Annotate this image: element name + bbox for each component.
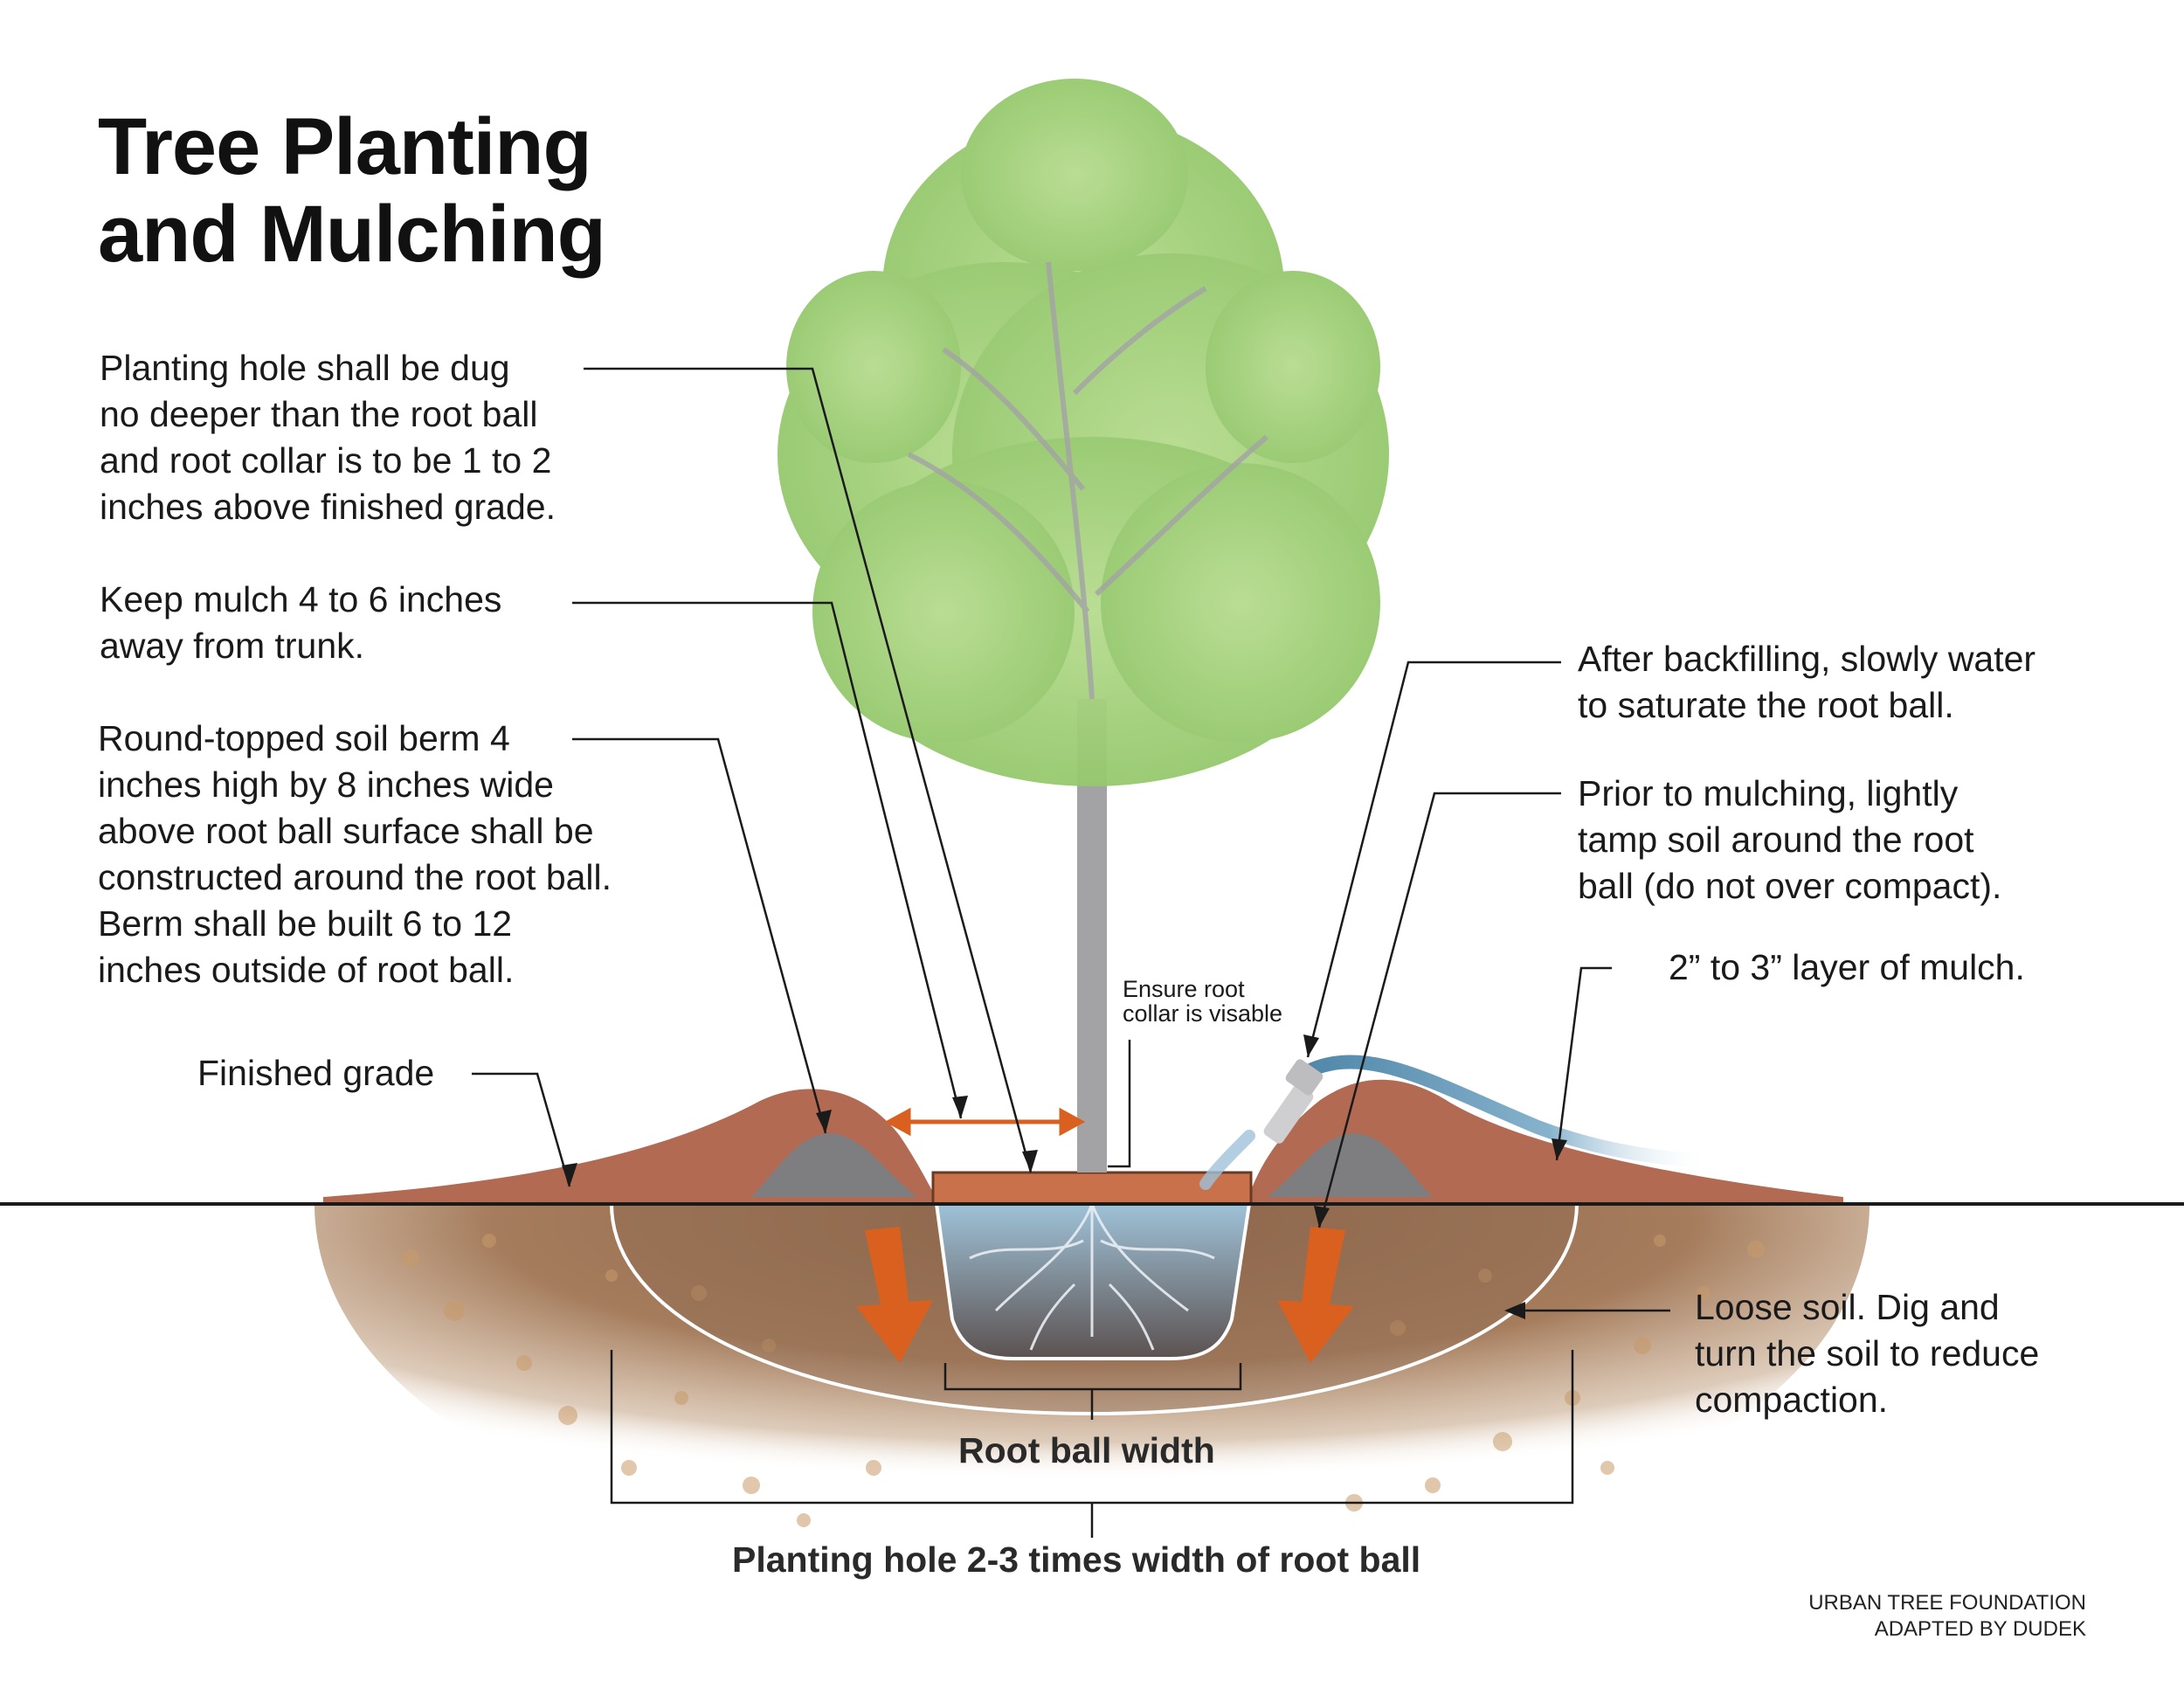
root-ball-width-bracket: [943, 1363, 1242, 1420]
note-berm-line: Round-topped soil berm 4: [98, 718, 510, 758]
credit: URBAN TREE FOUNDATION ADAPTED BY DUDEK: [1808, 1590, 2086, 1643]
note-water-line: After backfilling, slowly water: [1578, 639, 2036, 679]
note-water-line: to saturate the root ball.: [1578, 685, 1954, 725]
note-berm: Round-topped soil berm 4 inches high by …: [98, 716, 612, 993]
down-arrow-icon: [856, 1227, 1354, 1363]
note-berm-line: Berm shall be built 6 to 12: [98, 903, 513, 944]
note-loose-soil: Loose soil. Dig and turn the soil to red…: [1695, 1284, 2039, 1423]
note-finished-grade: Finished grade: [197, 1050, 434, 1097]
credit-line-2: ADAPTED BY DUDEK: [1874, 1617, 2086, 1641]
note-hole-depth-line: and root collar is to be 1 to 2: [100, 440, 552, 481]
note-hole-depth-line: no deeper than the root ball: [100, 394, 538, 434]
note-tamp-line: Prior to mulching, lightly: [1578, 773, 1959, 813]
note-loose-soil-line: Loose soil. Dig and: [1695, 1287, 2000, 1327]
credit-line-1: URBAN TREE FOUNDATION: [1808, 1591, 2086, 1615]
note-tamp: Prior to mulching, lightly tamp soil aro…: [1578, 771, 2001, 910]
note-mulch-away-line: away from trunk.: [100, 626, 365, 666]
note-hole-depth: Planting hole shall be dug no deeper tha…: [100, 345, 556, 530]
soil-berm: [751, 1133, 1433, 1197]
note-berm-line: inches high by 8 inches wide: [98, 764, 554, 805]
mulch-clearance-arrow: [884, 1107, 1086, 1137]
note-root-collar-line: collar is visable: [1123, 1000, 1283, 1027]
note-root-collar: Ensure root collar is visable: [1123, 977, 1282, 1026]
note-mulch-layer: 2” to 3” layer of mulch.: [1669, 944, 2025, 991]
hose-icon: [1199, 1055, 1719, 1190]
leader-lines: [472, 367, 1670, 1312]
note-root-collar-line: Ensure root: [1123, 976, 1245, 1002]
note-loose-soil-line: compaction.: [1695, 1380, 1889, 1420]
page-title: Tree Planting and Mulching: [98, 102, 606, 279]
tree-icon: [778, 79, 1389, 1173]
leader-arrowheads: [562, 1034, 1567, 1319]
note-berm-line: inches outside of root ball.: [98, 950, 515, 990]
note-loose-soil-line: turn the soil to reduce: [1695, 1333, 2040, 1373]
note-finished-grade-text: Finished grade: [197, 1053, 435, 1093]
note-berm-line: constructed around the root ball.: [98, 857, 612, 897]
note-tamp-line: ball (do not over compact).: [1578, 866, 2002, 906]
root-ball-width-label: Root ball width: [958, 1430, 1215, 1470]
note-water: After backfilling, slowly water to satur…: [1578, 636, 2035, 729]
title-line-1: Tree Planting: [98, 102, 592, 191]
note-hole-depth-line: Planting hole shall be dug: [100, 348, 510, 388]
note-tamp-line: tamp soil around the root: [1578, 820, 1974, 860]
title-line-2: and Mulching: [98, 190, 606, 279]
note-hole-depth-line: inches above finished grade.: [100, 487, 556, 527]
note-mulch-away-line: Keep mulch 4 to 6 inches: [100, 579, 502, 619]
note-mulch-away: Keep mulch 4 to 6 inches away from trunk…: [100, 577, 501, 669]
root-ball: [931, 1171, 1253, 1360]
planting-hole-bracket: [610, 1350, 1574, 1538]
note-mulch-layer-text: 2” to 3” layer of mulch.: [1669, 947, 2025, 987]
note-berm-line: above root ball surface shall be: [98, 811, 594, 851]
planting-hole-label: Planting hole 2-3 times width of root ba…: [732, 1539, 1421, 1580]
